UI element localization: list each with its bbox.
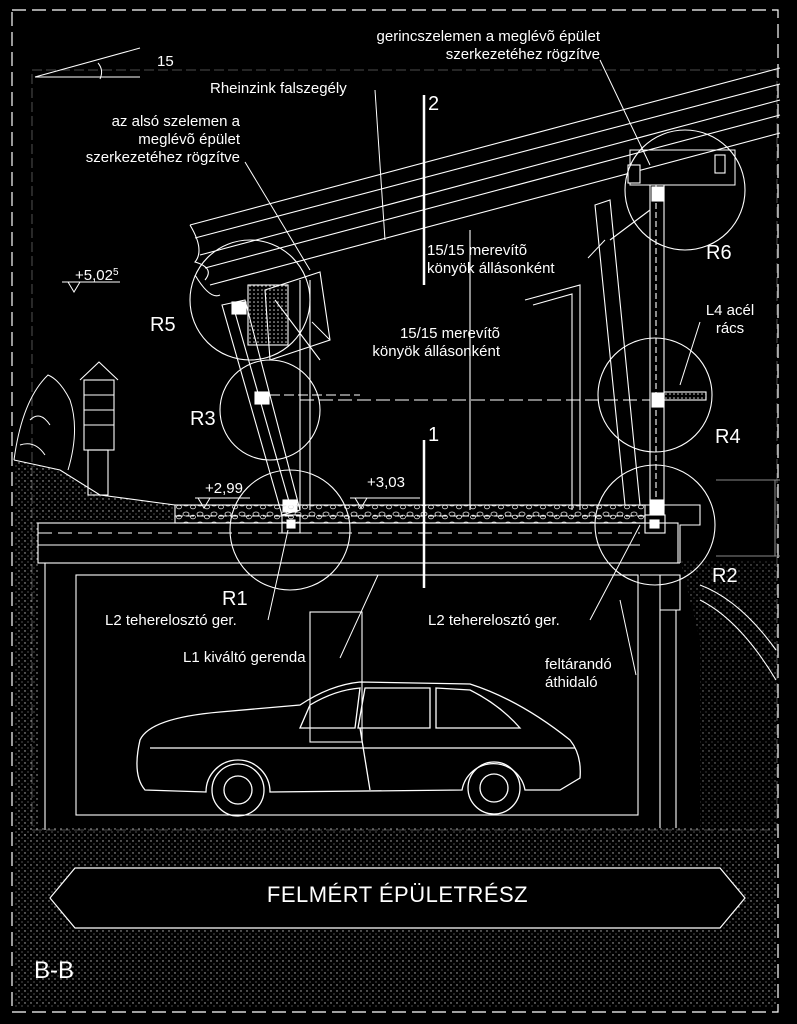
right-structure: [300, 185, 780, 557]
tree: [13, 374, 76, 471]
section-label: B-B: [34, 957, 75, 984]
bracing-note-left-line2: könyök állásonként: [372, 343, 500, 360]
detail-label-r4: R4: [715, 426, 741, 448]
elevation-left: +2,99: [205, 480, 243, 497]
ridge-purlin-note: gerincszelemen a meglévõ épület szerkeze…: [300, 28, 600, 64]
lower-purlin-note: az alsó szelemen a meglévõ épület szerke…: [40, 113, 240, 167]
bracing-note-left: 15/15 merevítõ könyök állásonként: [300, 325, 500, 361]
lower-purlin-note-line2: meglévõ épület: [138, 131, 240, 148]
terrain-line: [13, 459, 176, 506]
detail-circles: [189, 129, 746, 591]
bracing-note-right-line2: könyök állásonként: [427, 260, 555, 277]
rheinzink-note: Rheinzink falszegély: [210, 80, 347, 97]
bracing-note-right-line1: 15/15 merevítõ: [427, 242, 528, 259]
l2-note-left: L2 teherelosztó ger.: [105, 612, 237, 629]
detail-label-r6: R6: [706, 242, 732, 264]
detail-label-r3: R3: [190, 408, 216, 430]
chimney: [79, 361, 119, 496]
section-marker-upper: 2: [428, 93, 440, 115]
detail-circle-r4: [597, 337, 713, 453]
floor-slab: [37, 504, 701, 564]
slope-value: 15: [157, 53, 174, 70]
ridge-purlin-note-line2: szerkezetéhez rögzítve: [445, 46, 600, 63]
banner: [49, 867, 746, 929]
elevation-middle: +3,03: [367, 474, 405, 491]
section-marker-lower: 1: [428, 424, 440, 446]
lintel-note: feltárandó áthidaló: [545, 656, 612, 692]
slope-indicator: [34, 47, 141, 80]
lintel-note-line1: feltárandó: [545, 656, 612, 673]
garage: [44, 563, 777, 830]
elevation-top-value: +5,02: [75, 267, 113, 284]
detail-label-r1: R1: [222, 588, 248, 610]
detail-circle-r5: [189, 239, 311, 361]
left-structure: [221, 271, 360, 516]
lintel-note-line2: áthidaló: [545, 674, 598, 691]
l4-grating-note-line1: L4 acél: [705, 302, 755, 319]
lower-purlin-note-line3: szerkezetéhez rögzítve: [85, 149, 240, 166]
l1-note: L1 kiváltó gerenda: [183, 649, 306, 666]
lower-purlin-note-line1: az alsó szelemen a: [111, 113, 240, 130]
detail-circle-r2: [594, 464, 716, 586]
inner-border: [31, 69, 778, 831]
elevation-top-sup: 5: [112, 267, 119, 278]
detail-label-r2: R2: [712, 565, 738, 587]
detail-label-r5: R5: [150, 314, 176, 336]
leader-lines: [244, 59, 701, 676]
car: [136, 681, 581, 817]
sheet-border: [11, 9, 779, 1013]
elevation-markers: [62, 281, 420, 509]
roof: [189, 67, 781, 297]
l2-note-right: L2 teherelosztó ger.: [428, 612, 560, 629]
detail-circle-r1: [229, 469, 351, 591]
banner-title: FELMÉRT ÉPÜLETRÉSZ: [266, 882, 529, 907]
detail-circle-r6: [624, 129, 746, 251]
detail-circle-r3: [219, 359, 321, 461]
bracing-note-left-line1: 15/15 merevítõ: [399, 325, 500, 342]
ridge-purlin-note-line1: gerincszelemen a meglévõ épület: [376, 28, 600, 45]
l4-grating-note: L4 acél rács: [695, 302, 765, 338]
elevation-top: +5,025: [75, 267, 119, 285]
l4-grating-note-line2: rács: [715, 320, 745, 337]
bracing-note-right: 15/15 merevítõ könyök állásonként: [427, 242, 555, 278]
